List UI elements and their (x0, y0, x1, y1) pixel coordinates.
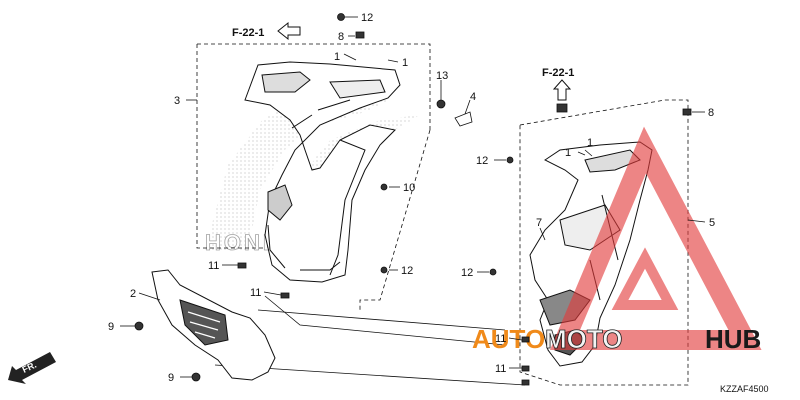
callout-9: 9 (108, 321, 114, 333)
reference-label: F-22-1 (542, 67, 574, 79)
reference-link-f22-right[interactable]: F-22-1 (542, 67, 574, 101)
watermark-text-moto: MOTO (545, 324, 623, 354)
bracket-4 (454, 111, 473, 127)
callout-1: 1 (565, 147, 571, 159)
reference-arrow-icon (552, 79, 572, 101)
callout-11: 11 (495, 363, 506, 375)
callout-11: 11 (250, 287, 261, 299)
diagram-code: KZZAF4500 (720, 384, 769, 394)
callout-1: 1 (402, 57, 408, 69)
callouts: 12 8 1 1 3 13 4 10 12 11 11 2 9 9 12 12 … (108, 12, 715, 384)
callout-12: 12 (361, 12, 373, 24)
callout-4: 4 (470, 91, 476, 103)
callout-11: 11 (495, 333, 506, 345)
callout-3: 3 (174, 95, 180, 107)
clip-8-right (682, 108, 692, 116)
bolt-12-right-upper (506, 156, 514, 164)
callout-13: 13 (436, 70, 448, 82)
nut-10 (380, 183, 388, 191)
clip-11-b (280, 292, 290, 299)
callout-2: 2 (130, 288, 136, 300)
reference-label: F-22-1 (232, 27, 264, 39)
bolt-9-b (191, 372, 201, 382)
callout-10: 10 (403, 182, 415, 194)
callout-12: 12 (401, 265, 413, 277)
callout-5: 5 (709, 217, 715, 229)
leader-lines (120, 16, 706, 378)
reference-link-f22-left[interactable]: F-22-1 (232, 21, 301, 41)
front-arrow-icon (8, 352, 56, 384)
clip-11-a (237, 262, 247, 269)
clip-8-top (355, 31, 365, 39)
callout-7: 7 (536, 217, 542, 229)
reference-arrow-icon (277, 21, 301, 41)
callout-8: 8 (708, 107, 714, 119)
watermark-text-auto: AUTO (472, 324, 545, 354)
fasteners (134, 13, 692, 386)
callout-12: 12 (461, 267, 473, 279)
watermark-logo: AUTO MOTO HUB (472, 126, 762, 354)
callout-1: 1 (334, 51, 340, 63)
clip-11-c (521, 336, 530, 343)
callout-1: 1 (587, 137, 593, 149)
watermark-text-hub: HUB (705, 324, 761, 354)
right-group-box (519, 99, 689, 386)
bolt-12-left (380, 266, 388, 274)
clip-11-e (521, 379, 530, 386)
bolt-12-top (337, 13, 345, 21)
callout-9: 9 (168, 372, 174, 384)
bolt-13 (436, 99, 446, 109)
clip-11-d (521, 365, 530, 372)
bolt-9-a (134, 321, 144, 331)
callout-11: 11 (208, 260, 219, 272)
part-3-inner-panel (244, 61, 401, 283)
left-group-box (196, 43, 431, 310)
part-2-lower-panel (151, 269, 276, 381)
front-direction-indicator: FR. (8, 352, 56, 384)
bolt-12-right-lower (489, 268, 497, 276)
callout-12: 12 (476, 155, 488, 167)
callout-8: 8 (338, 31, 344, 43)
clip-f22-right (556, 103, 568, 113)
